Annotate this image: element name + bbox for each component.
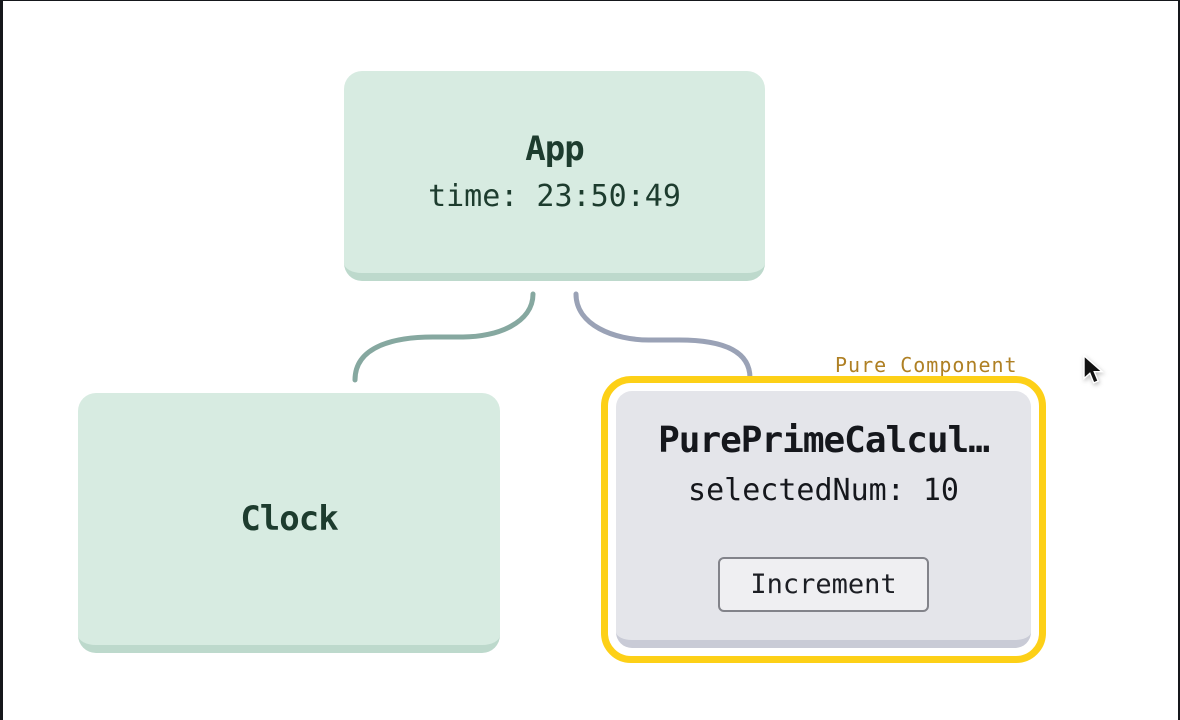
edge-app-pureprime (573, 291, 753, 381)
edge-app-clock (352, 291, 536, 383)
pure-component-outline: PurePrimeCalcul… selectedNum: 10 Increme… (601, 376, 1046, 663)
node-clock-title: Clock (240, 499, 338, 539)
node-app: App time: 23:50:49 (344, 71, 765, 281)
pure-component-label: Pure Component (835, 353, 1018, 377)
node-pureprimecalculator: PurePrimeCalcul… selectedNum: 10 Increme… (616, 391, 1031, 648)
node-app-title: App (525, 129, 584, 169)
node-pureprime-title: PurePrimeCalcul… (658, 420, 990, 461)
mouse-cursor-icon (1083, 355, 1105, 384)
node-pureprime-state: selectedNum: 10 (688, 473, 959, 508)
node-app-state: time: 23:50:49 (428, 179, 681, 214)
node-clock: Clock (78, 393, 500, 653)
increment-button[interactable]: Increment (718, 557, 929, 612)
